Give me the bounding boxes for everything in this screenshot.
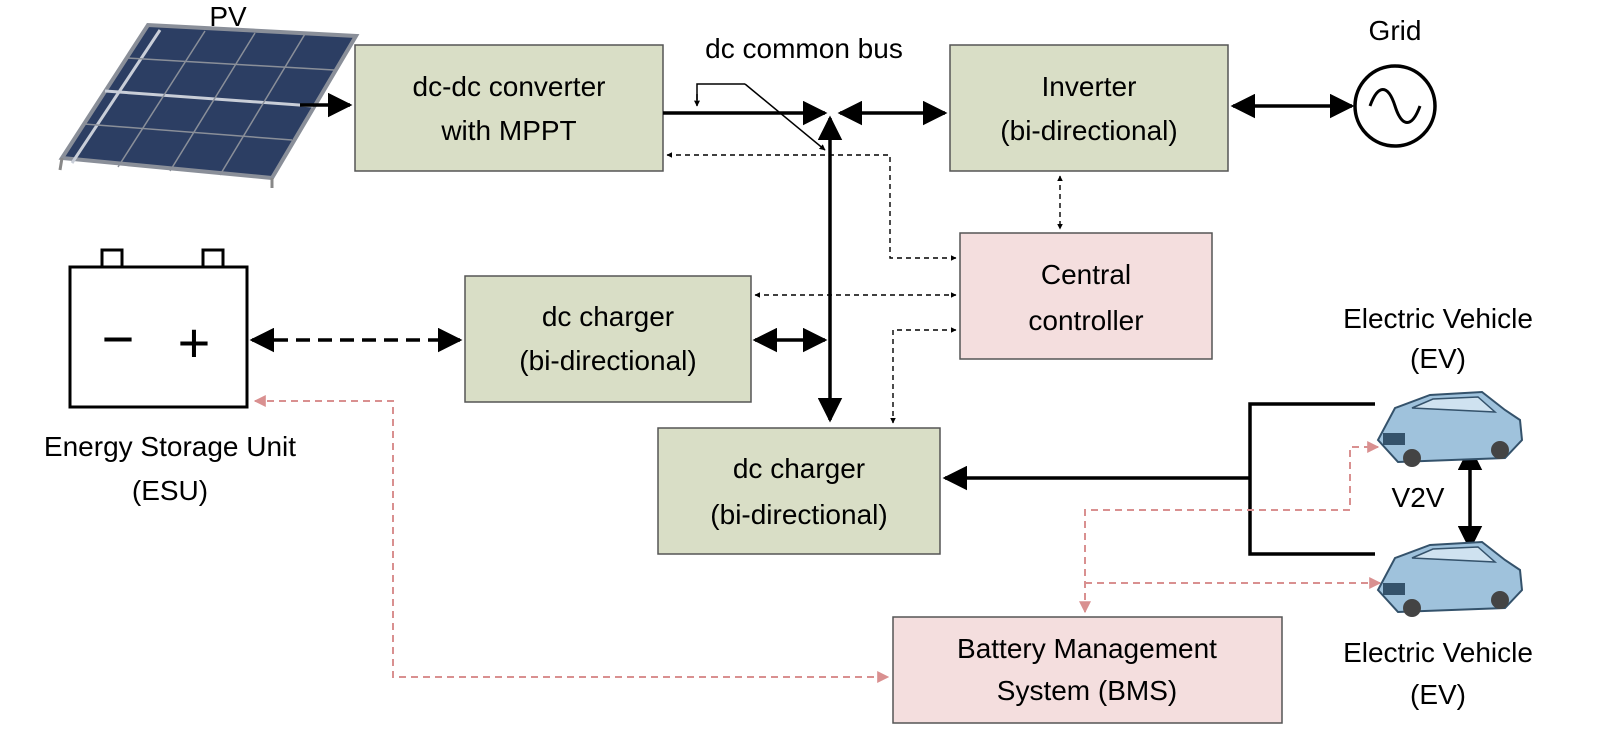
charger1-line2: (bi-directional) xyxy=(519,345,696,376)
esu-label-line1: Energy Storage Unit xyxy=(44,431,296,462)
dc-charger-ev-block[interactable]: dc charger (bi-directional) xyxy=(657,427,941,555)
battery-plus-sign: + xyxy=(178,311,211,374)
bms-line2: System (BMS) xyxy=(997,675,1177,706)
charger1-line1: dc charger xyxy=(542,301,674,332)
pv-panel-icon xyxy=(58,22,360,188)
v2v-label: V2V xyxy=(1392,482,1445,513)
pv-label: PV xyxy=(209,1,247,32)
charger2-line2: (bi-directional) xyxy=(710,499,887,530)
ev-bottom-label-line1: Electric Vehicle xyxy=(1343,637,1533,668)
grid-source-icon xyxy=(1353,64,1437,148)
dc-common-bus-label: dc common bus xyxy=(705,33,903,64)
bus-pointer-lines xyxy=(694,83,826,151)
ev-top-label-line2: (EV) xyxy=(1410,343,1466,374)
ev-bottom-car-icon xyxy=(1376,540,1524,617)
grid-label: Grid xyxy=(1369,15,1422,46)
dcdc-line1: dc-dc converter xyxy=(413,71,606,102)
inverter-line2: (bi-directional) xyxy=(1000,115,1177,146)
battery-icon xyxy=(68,248,249,409)
inverter-block[interactable]: Inverter (bi-directional) xyxy=(949,44,1229,172)
controller-line2: controller xyxy=(1028,305,1143,336)
ev-top-car-icon xyxy=(1376,390,1524,467)
dcdc-line2: with MPPT xyxy=(440,115,576,146)
dcdc-converter-block[interactable]: dc-dc converter with MPPT xyxy=(354,44,664,172)
bms-line1: Battery Management xyxy=(957,633,1217,664)
controller-line1: Central xyxy=(1041,259,1131,290)
central-controller-block[interactable]: Central controller xyxy=(959,232,1213,360)
ev-bottom-label-line2: (EV) xyxy=(1410,679,1466,710)
dc-charger-esu-block[interactable]: dc charger (bi-directional) xyxy=(464,275,752,403)
esu-label-line2: (ESU) xyxy=(132,475,208,506)
battery-minus-sign: − xyxy=(102,307,135,370)
control-links xyxy=(666,152,1063,424)
ev-top-label-line1: Electric Vehicle xyxy=(1343,303,1533,334)
bms-block[interactable]: Battery Management System (BMS) xyxy=(892,616,1283,724)
inverter-line1: Inverter xyxy=(1042,71,1137,102)
charger2-line1: dc charger xyxy=(733,453,865,484)
bms-links xyxy=(253,395,1382,683)
